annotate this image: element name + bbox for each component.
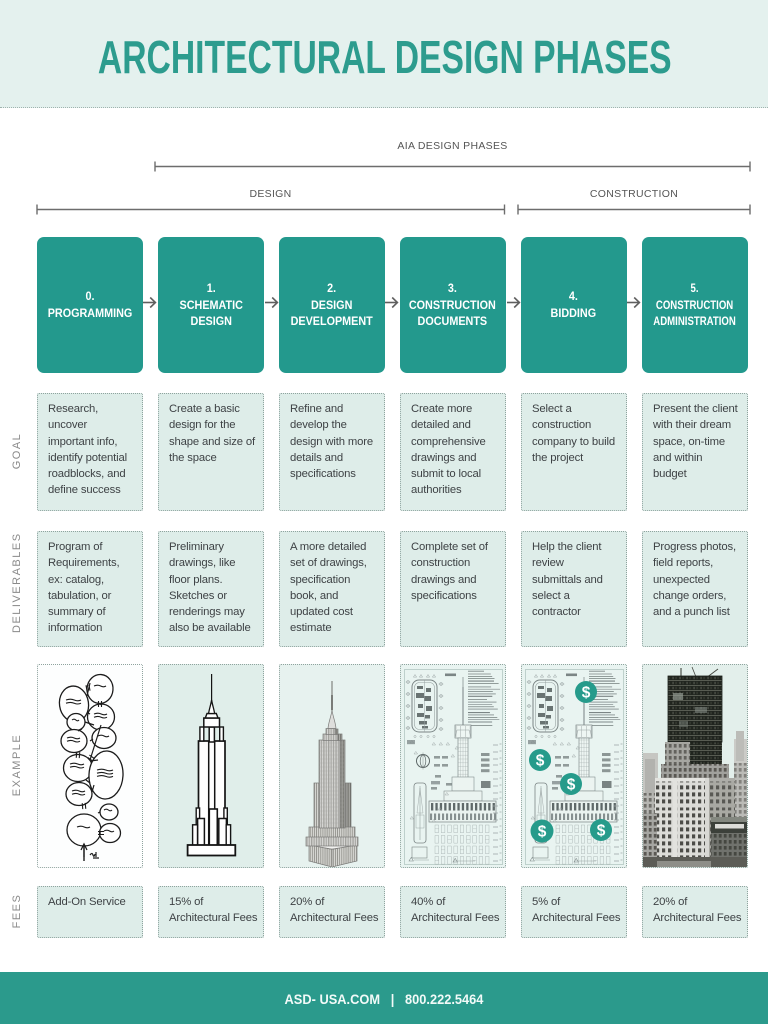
svg-text:$: $: [582, 684, 591, 701]
svg-text:$: $: [567, 776, 576, 793]
svg-text:$: $: [536, 752, 545, 769]
svg-text:$: $: [538, 823, 547, 840]
svg-text:$: $: [597, 822, 606, 839]
